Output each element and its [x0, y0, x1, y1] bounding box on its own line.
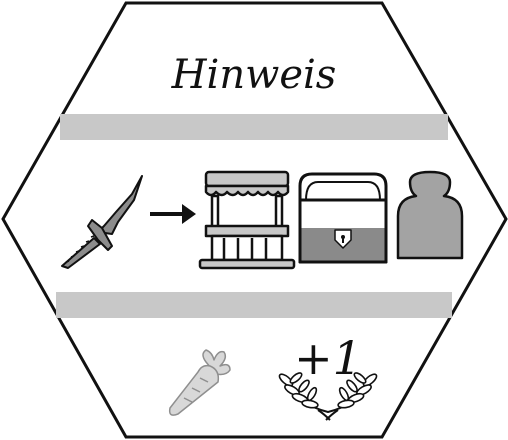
- arrow-right-icon: [150, 204, 196, 224]
- top-divider-band: [60, 114, 448, 140]
- spear-icon: [61, 175, 143, 269]
- market-stall-icon: [198, 170, 296, 270]
- carrot-icon: [168, 349, 231, 416]
- bottom-divider-band: [56, 292, 452, 318]
- card-title: Hinweis: [171, 52, 337, 98]
- meeple-icon: [396, 170, 464, 260]
- treasure-chest-icon: [298, 172, 388, 264]
- reward-amount: +1: [294, 331, 362, 385]
- laurel-wreath-icon: [278, 372, 378, 421]
